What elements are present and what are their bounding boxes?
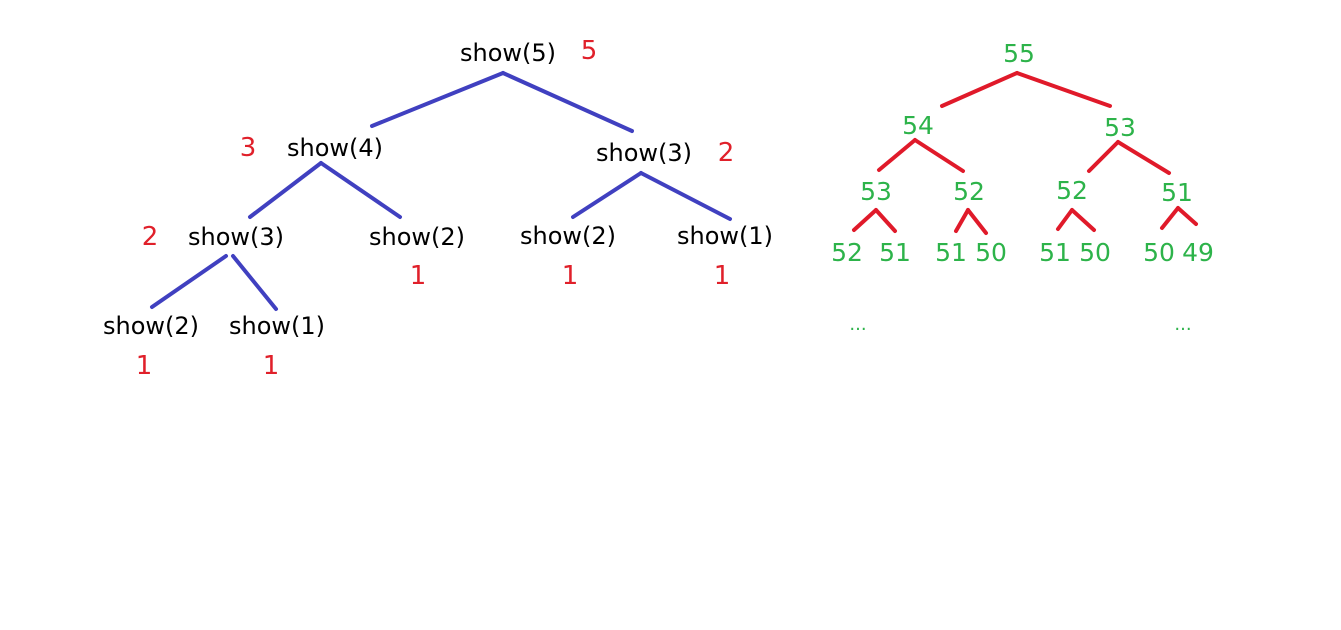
edge-show3-show1-right [639, 171, 732, 221]
ellipsis-right: ... [1174, 314, 1191, 335]
node-show5: show(5) [460, 39, 556, 67]
edge-show4-show3 [248, 161, 323, 219]
value-l2-2: 52 [1056, 176, 1088, 205]
edge-51-49-leaf [1176, 206, 1198, 226]
edge-52-51-leaf [954, 208, 970, 233]
value-l3-4: 51 [1039, 238, 1071, 267]
node-show4: show(4) [287, 134, 383, 162]
value-tree-nodes: 55 54 53 53 52 52 51 52 51 51 50 51 50 5… [831, 39, 1214, 335]
node-show2-mid: show(2) [369, 223, 465, 251]
count-show1-right: 1 [714, 261, 731, 291]
edge-53-51 [1116, 140, 1171, 175]
value-l2-1: 52 [953, 177, 985, 206]
count-show5: 5 [581, 36, 598, 66]
value-l1-0: 54 [902, 111, 934, 140]
value-tree-edges [852, 71, 1198, 235]
edge-show4-show2 [319, 161, 402, 219]
edge-52b-50-leaf [1070, 208, 1096, 232]
value-l1-1: 53 [1104, 113, 1136, 142]
edge-52b-51-leaf [1056, 208, 1074, 231]
node-show2-bottom: show(2) [103, 312, 199, 340]
value-root: 55 [1003, 39, 1035, 68]
value-l3-5: 50 [1079, 238, 1111, 267]
count-show3-left: 2 [142, 222, 159, 252]
edge-show3-show2-bottom [150, 254, 228, 309]
edge-53-52-leaf [852, 208, 878, 232]
value-l2-3: 51 [1161, 178, 1193, 207]
count-show3-right: 2 [718, 138, 735, 168]
value-l3-7: 49 [1182, 238, 1214, 267]
value-l3-2: 51 [935, 238, 967, 267]
count-show2-bottom: 1 [136, 351, 153, 381]
node-show3-right: show(3) [596, 139, 692, 167]
count-show1-bottom: 1 [263, 351, 280, 381]
call-tree-edges [150, 71, 732, 311]
call-tree-nodes: show(5) 5 show(4) 3 show(3) 2 show(3) 2 … [103, 36, 773, 381]
call-tree: show(5) 5 show(4) 3 show(3) 2 show(3) 2 … [103, 36, 773, 381]
node-show1-right: show(1) [677, 222, 773, 250]
count-show2-right: 1 [562, 261, 579, 291]
value-l3-6: 50 [1143, 238, 1175, 267]
edge-show3-show1-bottom [231, 254, 278, 311]
ellipsis-left: ... [849, 314, 866, 335]
value-l2-0: 53 [860, 177, 892, 206]
edge-show5-show3 [501, 71, 634, 133]
value-l3-0: 52 [831, 238, 863, 267]
edge-55-53 [1015, 71, 1112, 108]
edge-52-50-leaf [966, 208, 988, 235]
edge-53-52 [1087, 140, 1120, 173]
value-l3-3: 50 [975, 238, 1007, 267]
node-show1-bottom: show(1) [229, 312, 325, 340]
edge-show3-show2-right [571, 171, 643, 219]
edge-54-52 [913, 138, 965, 173]
node-show2-right: show(2) [520, 222, 616, 250]
count-show2-mid: 1 [410, 261, 427, 291]
edge-51-50-leaf [1160, 206, 1180, 230]
edge-55-54 [940, 71, 1019, 108]
edge-show5-show4 [370, 71, 505, 128]
edge-54-53 [877, 138, 917, 172]
edge-53-51-leaf [874, 208, 897, 233]
value-tree: 55 54 53 53 52 52 51 52 51 51 50 51 50 5… [831, 39, 1214, 335]
node-show3-left: show(3) [188, 223, 284, 251]
value-l3-1: 51 [879, 238, 911, 267]
count-show4: 3 [240, 133, 257, 163]
